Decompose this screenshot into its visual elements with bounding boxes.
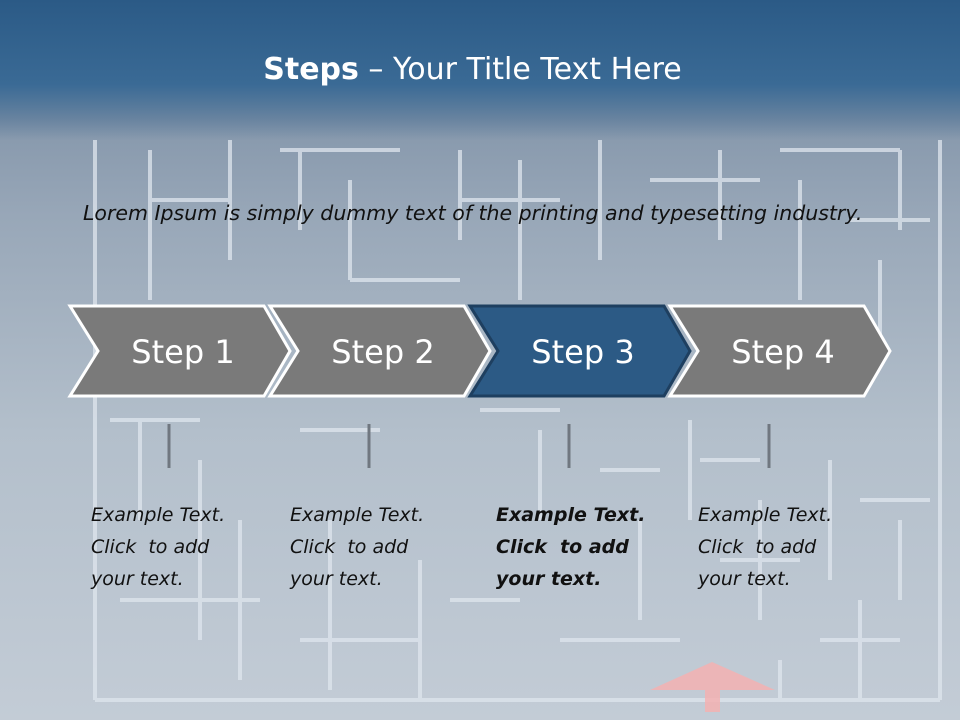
step-3-desc-line-1: Example Text.	[496, 504, 646, 526]
up-arrow-shape	[650, 662, 775, 712]
step-3-desc-line-3: your text.	[496, 568, 602, 590]
step-4-desc-line-3: your text.	[698, 568, 791, 590]
step-2-label: Step 2	[331, 333, 434, 371]
step-3-chevron-shape	[467, 304, 692, 398]
step-1-chevron-shape	[67, 304, 292, 398]
slide-title[interactable]: Steps – Your Title Text Here	[0, 52, 945, 87]
step-2-chevron-shape	[267, 304, 492, 398]
step-2-desc-line-3: your text.	[290, 568, 383, 590]
step-4-description[interactable]: Example Text. Click to add your text.	[698, 499, 873, 595]
title-rest-text: – Your Title Text Here	[358, 52, 682, 87]
step-2-desc-line-2: Click to add	[290, 536, 409, 558]
step-3-description[interactable]: Example Text. Click to add your text.	[496, 499, 671, 595]
step-4-chevron[interactable]: Step 4	[667, 304, 892, 398]
step-4-desc-line-1: Example Text.	[698, 504, 833, 526]
step-2-description[interactable]: Example Text. Click to add your text.	[290, 499, 465, 595]
step-1-desc-line-3: your text.	[91, 568, 184, 590]
step-4-desc-line-2: Click to add	[698, 536, 817, 558]
step-4-label: Step 4	[731, 333, 834, 371]
step-1-chevron[interactable]: Step 1	[67, 304, 292, 398]
step-3-desc-line-2: Click to add	[496, 536, 629, 558]
title-bold-text: Steps	[263, 52, 359, 87]
intro-paragraph[interactable]: Lorem Ipsum is simply dummy text of the …	[83, 201, 863, 225]
step-1-label: Step 1	[131, 333, 234, 371]
step-1-desc-line-2: Click to add	[91, 536, 210, 558]
step-3-label: Step 3	[531, 333, 634, 371]
step-1-desc-line-1: Example Text.	[91, 504, 226, 526]
step-3-chevron[interactable]: Step 3	[467, 304, 692, 398]
step-2-desc-line-1: Example Text.	[290, 504, 425, 526]
step-4-chevron-shape	[667, 304, 892, 398]
step-1-description[interactable]: Example Text. Click to add your text.	[91, 499, 266, 595]
step-2-chevron[interactable]: Step 2	[267, 304, 492, 398]
header-band	[0, 0, 960, 140]
